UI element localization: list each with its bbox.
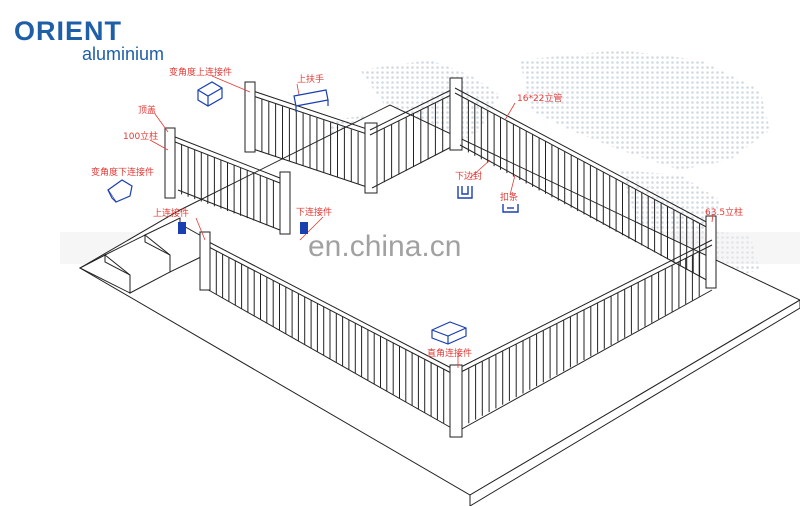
part-icon-bottom-rail — [457, 186, 473, 199]
part-labels: 变角度上连接件 上扶手 顶盖 100立柱 16*22立管 变角度下连接件 下边封… — [91, 66, 743, 359]
brand-name: ORIENT — [14, 16, 123, 46]
label-post-100: 100立柱 — [123, 130, 158, 142]
part-icon-upper-connector — [178, 222, 186, 234]
label-lower-connector: 下连接件 — [296, 206, 332, 218]
label-var-lower-connector: 变角度下连接件 — [91, 166, 154, 178]
railing-front-right-section — [449, 239, 713, 438]
part-icon-lower-connector — [300, 222, 308, 234]
label-var-upper-connector: 变角度上连接件 — [169, 66, 232, 78]
brand-subtitle: aluminium — [82, 44, 165, 64]
railing-back-section — [369, 77, 463, 189]
label-tube-16x22: 16*22立管 — [517, 92, 562, 104]
leader-lines — [149, 75, 714, 368]
label-bottom-rail: 下边封 — [455, 170, 482, 182]
part-icon-handrail — [293, 89, 329, 112]
railing-stair-section — [164, 127, 291, 235]
railing-upper-section — [244, 81, 378, 194]
watermark-text: en.china.cn — [308, 230, 461, 263]
part-icon-var-upper-connector — [197, 81, 223, 107]
label-right-angle-connector: 直角连接件 — [427, 347, 472, 359]
label-cap: 顶盖 — [138, 104, 156, 116]
railing-right-section — [454, 87, 717, 289]
brand-logo: ORIENT aluminium — [14, 16, 164, 65]
label-post-63: 63.5立柱 — [705, 206, 743, 218]
label-clip-strip: 扣条 — [500, 191, 518, 203]
stairs — [78, 217, 206, 294]
part-icon-var-lower-connector — [107, 179, 133, 203]
label-handrail-top: 上扶手 — [297, 73, 324, 85]
railing-front-left-section — [199, 231, 456, 431]
part-icon-clip-strip — [502, 204, 519, 213]
part-icon-right-angle-connector — [431, 321, 467, 345]
label-upper-connector: 上连接件 — [153, 207, 189, 219]
